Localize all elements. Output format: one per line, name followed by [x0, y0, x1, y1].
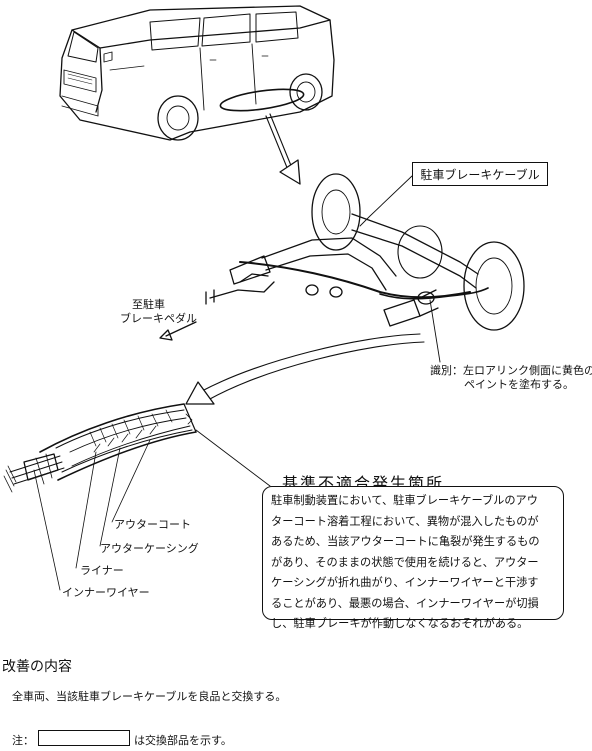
defect-line: があり、そのままの状態で使用を続けると、アウター	[271, 555, 539, 569]
defect-line: ケーシングが折れ曲がり、インナーワイヤーと干渉す	[271, 576, 539, 589]
van-illustration	[59, 5, 335, 141]
defect-line: ターコート溶着工程において、異物が混入したものが	[271, 514, 539, 528]
defect-description-box: 駐車制動装置において、駐車ブレーキケーブルのアウ ターコート溶着工程において、異…	[262, 486, 564, 630]
to-pedal-label-line2: ブレーキペダル	[120, 312, 197, 325]
defect-line: ることがあり、最悪の場合、インナーワイヤーが切損	[271, 596, 539, 610]
identification-label-line1: 識別：左ロアリンク側面に黄色の	[430, 364, 592, 377]
cable-cross-section	[3, 403, 271, 591]
rear-axle-assembly	[159, 173, 525, 363]
identification-label-line2: ペイントを塗布する。	[464, 378, 574, 391]
improvement-title: 改善の内容	[2, 659, 72, 675]
to-pedal-label-line1: 至駐車	[132, 298, 165, 311]
note-prefix: 注：	[12, 734, 34, 747]
defect-line: し、駐車ブレーキが作動しなくなるおそれがある。	[271, 617, 529, 630]
defect-line: あるため、当該アウターコートに亀裂が発生するもの	[271, 535, 540, 548]
parking-brake-cable-callout: 駐車ブレーキケーブル	[412, 162, 548, 186]
improvement-body: 全車両、当該駐車ブレーキケーブルを良品と交換する。	[12, 690, 287, 703]
replacement-part-legend-box	[38, 730, 130, 746]
parking-brake-cable-label: 駐車ブレーキケーブル	[420, 167, 540, 182]
liner-label: ライナー	[80, 564, 124, 577]
outer-coat-label: アウターコート	[114, 518, 191, 531]
inner-wire-label: インナーワイヤー	[62, 586, 150, 599]
note-text: は交換部品を示す。	[134, 734, 232, 747]
outer-casing-label: アウターケーシング	[100, 542, 199, 555]
arrow-to-cross-section	[185, 333, 425, 405]
defect-line: 駐車制動装置において、駐車ブレーキケーブルのアウ	[271, 494, 538, 507]
arrow-to-chassis	[265, 113, 301, 185]
